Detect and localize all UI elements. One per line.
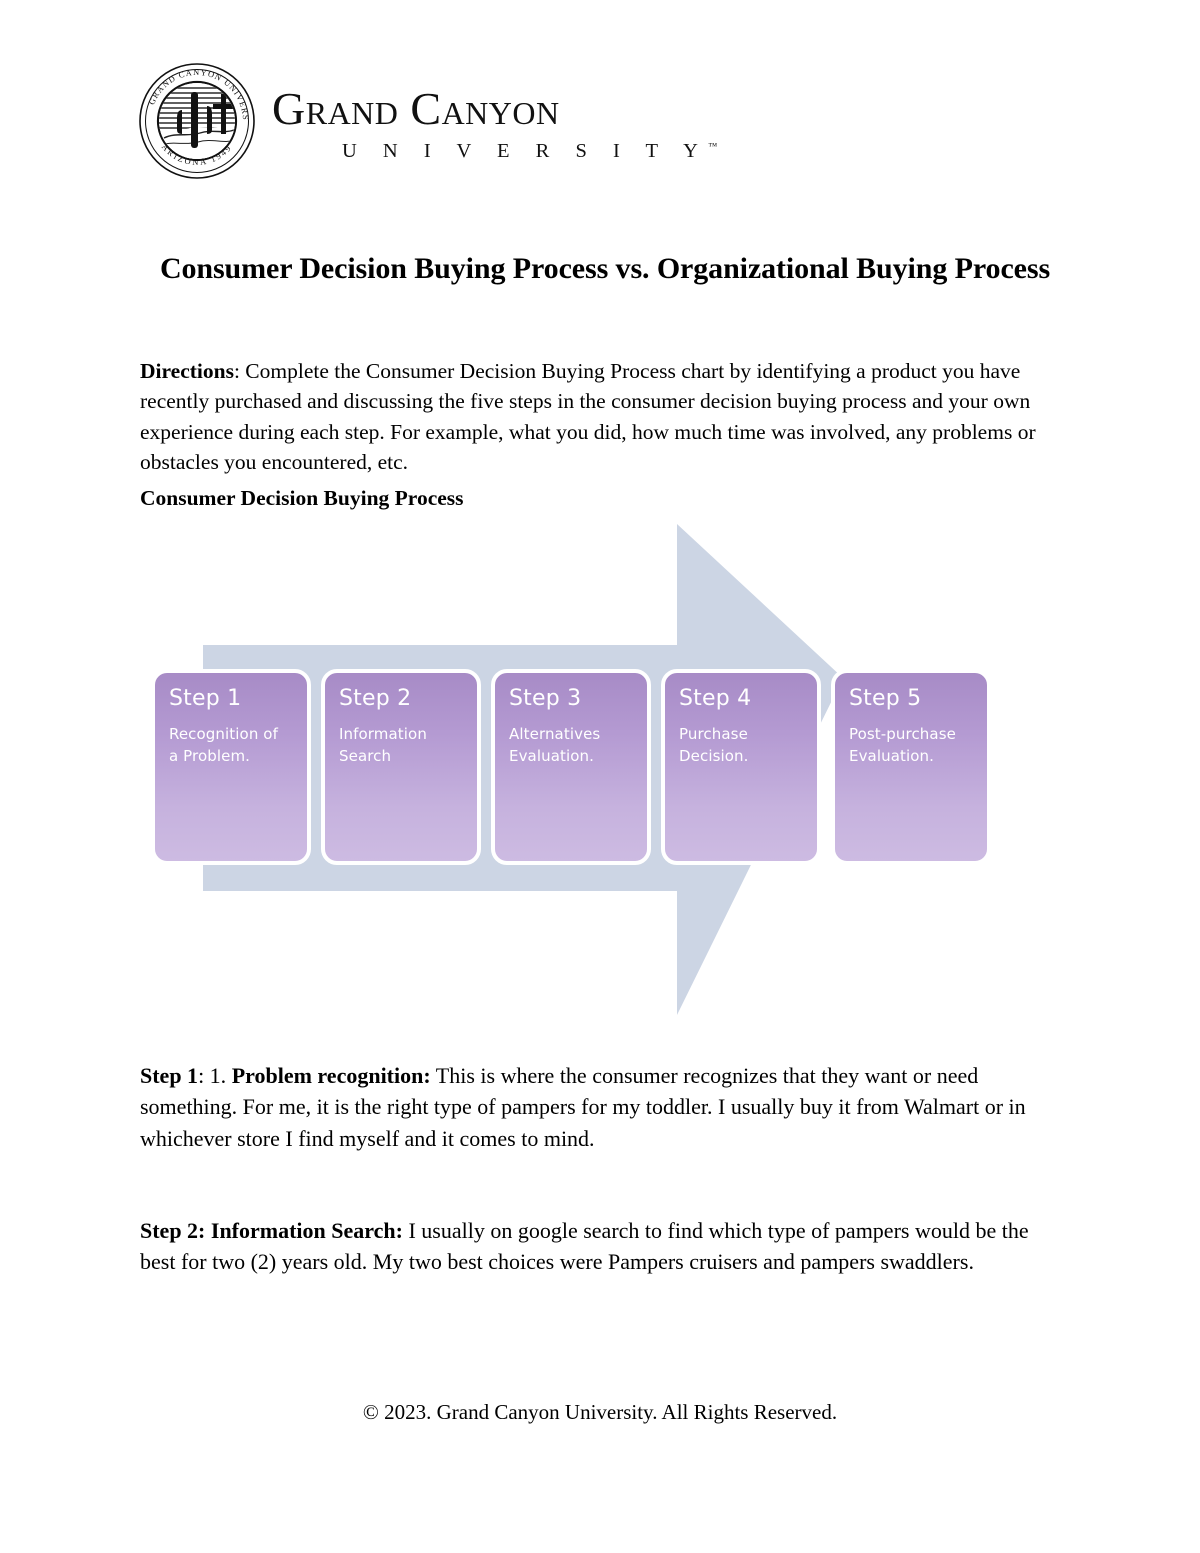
step-2-lead: Step 2: Information Search: xyxy=(140,1218,403,1243)
step-box-3[interactable]: Step 3 Alternatives Evaluation. xyxy=(491,669,651,865)
step-1-paragraph: Step 1: 1. Problem recognition: This is … xyxy=(140,1060,1065,1154)
wordmark-line-2-text: U N I V E R S I T Y xyxy=(342,140,709,163)
step-box-5-description: Post-purchase Evaluation. xyxy=(849,725,956,765)
step-box-row: Step 1 Recognition of a Problem. Step 2 … xyxy=(151,669,991,865)
step-box-3-title: Step 3 xyxy=(509,686,582,711)
gcu-wordmark: Grand Canyon U N I V E R S I T Y™ xyxy=(272,80,717,162)
step-box-4[interactable]: Step 4 Purchase Decision. xyxy=(661,669,821,865)
step-1-mid: : 1. xyxy=(198,1063,232,1088)
step-box-1-title: Step 1 xyxy=(169,686,242,711)
step-box-2-description: Information Search xyxy=(339,725,427,765)
wordmark-line-1: Grand Canyon xyxy=(272,83,560,135)
step-1-lead: Step 1 xyxy=(140,1063,199,1088)
step-1-subhead: Problem recognition: xyxy=(231,1063,431,1088)
step-box-2-title: Step 2 xyxy=(339,686,412,711)
page-title: Consumer Decision Buying Process vs. Org… xyxy=(159,252,1051,286)
directions-label: Directions xyxy=(140,358,234,383)
consumer-decision-process-chart: Step 1 Recognition of a Problem. Step 2 … xyxy=(140,505,1060,1030)
step-2-paragraph: Step 2: Information Search: I usually on… xyxy=(140,1215,1065,1278)
step-box-5[interactable]: Step 5 Post-purchase Evaluation. xyxy=(831,669,991,865)
wordmark-line-2: U N I V E R S I T Y™ xyxy=(342,141,717,162)
step-box-1[interactable]: Step 1 Recognition of a Problem. xyxy=(151,669,311,865)
step-1-text: This is where the consumer recognizes th… xyxy=(140,1063,1026,1151)
step-box-5-title: Step 5 xyxy=(849,686,922,711)
step-box-3-description: Alternatives Evaluation. xyxy=(509,725,601,765)
trademark-symbol: ™ xyxy=(708,141,718,152)
step-box-4-title: Step 4 xyxy=(679,686,752,711)
section-heading: Consumer Decision Buying Process xyxy=(140,485,464,510)
step-2-text: I usually on google search to find which… xyxy=(140,1218,1029,1275)
directions-text: : Complete the Consumer Decision Buying … xyxy=(140,358,1036,475)
step-box-1-description: Recognition of a Problem. xyxy=(169,725,278,765)
directions-paragraph: Directions: Complete the Consumer Decisi… xyxy=(140,356,1065,478)
step-box-4-description: Purchase Decision. xyxy=(679,725,749,765)
copyright-footer: © 2023. Grand Canyon University. All Rig… xyxy=(362,1400,838,1424)
step-box-2[interactable]: Step 2 Information Search xyxy=(321,669,481,865)
